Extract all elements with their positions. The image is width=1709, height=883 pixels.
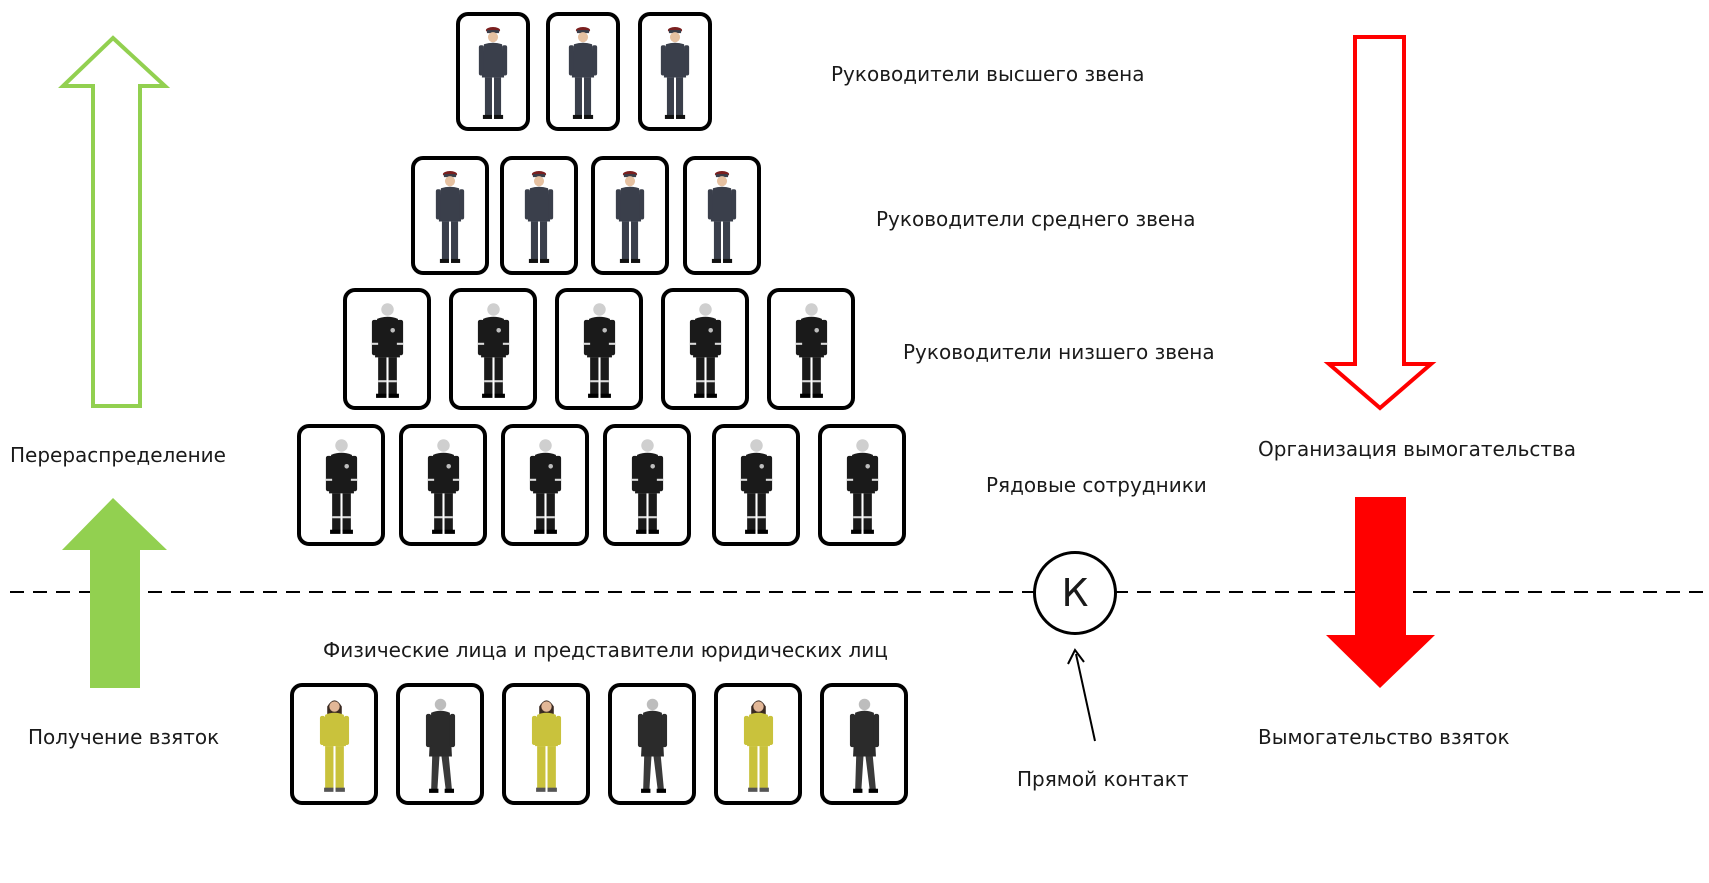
civilian-man-icon <box>425 698 455 793</box>
extortion-organization-down-arrow <box>1323 35 1437 411</box>
redistribution-label: Перераспределение <box>10 443 226 467</box>
senior-card <box>546 12 620 131</box>
patrol-officer-icon <box>740 439 772 534</box>
patrol-officer-icon <box>325 439 357 534</box>
senior-card <box>456 12 530 131</box>
officer-uniform-icon <box>524 171 554 263</box>
officer-uniform-icon <box>435 171 465 263</box>
rank-card <box>603 424 691 546</box>
rank-card <box>818 424 906 546</box>
middle-card <box>683 156 761 275</box>
patrol-officer-icon <box>631 439 663 534</box>
contact-pointer-line <box>1075 653 1096 742</box>
civilian-man-icon <box>637 698 667 793</box>
level-top-label: Руководители высшего звена <box>831 62 1145 86</box>
bribes-up-arrow <box>62 498 167 688</box>
civilian-woman-icon <box>743 700 773 792</box>
public-card <box>290 683 378 805</box>
rank-card <box>712 424 800 546</box>
rank-card <box>501 424 589 546</box>
officer-uniform-icon <box>707 171 737 263</box>
patrol-officer-icon <box>795 303 827 398</box>
patrol-officer-icon <box>529 439 561 534</box>
civilian-woman-icon <box>319 700 349 792</box>
lower-card <box>661 288 749 410</box>
officer-uniform-icon <box>478 27 508 119</box>
middle-card <box>591 156 669 275</box>
contact-pointer-head <box>1067 648 1085 665</box>
public-card <box>608 683 696 805</box>
patrol-officer-icon <box>427 439 459 534</box>
middle-card <box>411 156 489 275</box>
officer-uniform-icon <box>568 27 598 119</box>
patrol-officer-icon <box>371 303 403 398</box>
public-card <box>396 683 484 805</box>
public-card <box>714 683 802 805</box>
rank-card <box>399 424 487 546</box>
patrol-officer-icon <box>846 439 878 534</box>
public-label: Физические лица и представители юридичес… <box>323 638 888 662</box>
public-card <box>502 683 590 805</box>
extortion-organization-label: Организация вымогательства <box>1258 437 1577 461</box>
rank-card <box>297 424 385 546</box>
lower-card <box>449 288 537 410</box>
lower-card <box>555 288 643 410</box>
civilian-woman-icon <box>531 700 561 792</box>
officer-uniform-icon <box>615 171 645 263</box>
senior-card <box>638 12 712 131</box>
redistribution-up-arrow <box>58 35 171 408</box>
officer-uniform-icon <box>660 27 690 119</box>
level-middle-label: Руководители среднего звена <box>876 207 1196 231</box>
patrol-officer-icon <box>689 303 721 398</box>
contact-k-letter: К <box>1061 571 1089 615</box>
patrol-officer-icon <box>583 303 615 398</box>
extortion-down-arrow <box>1326 497 1435 688</box>
extortion-label: Вымогательство взяток <box>1258 725 1510 749</box>
bribes-received-label: Получение взяток <box>28 725 220 749</box>
middle-card <box>500 156 578 275</box>
civilian-man-icon <box>849 698 879 793</box>
patrol-officer-icon <box>477 303 509 398</box>
lower-card <box>343 288 431 410</box>
public-card <box>820 683 908 805</box>
contact-k-circle: К <box>1033 551 1117 635</box>
direct-contact-label: Прямой контакт <box>1017 767 1189 791</box>
level-rank-label: Рядовые сотрудники <box>986 473 1207 497</box>
lower-card <box>767 288 855 410</box>
level-lower-label: Руководители низшего звена <box>903 340 1215 364</box>
